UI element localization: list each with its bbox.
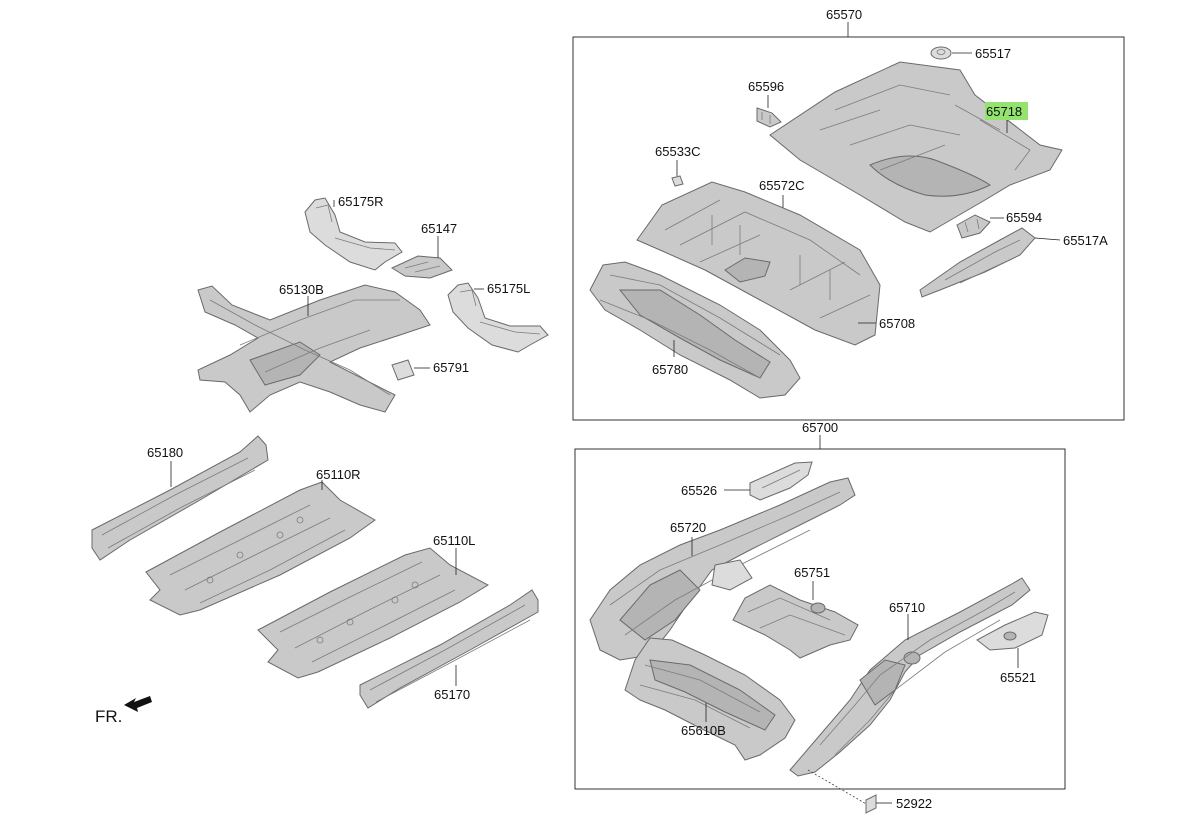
part-65610B[interactable] [624,637,796,761]
part-65521[interactable] [976,611,1049,668]
part-65175L[interactable] [447,282,549,353]
label-65170[interactable]: 65170 [434,687,470,702]
label-65517[interactable]: 65517 [975,46,1011,61]
part-65147[interactable] [390,236,453,279]
group-rear-floor-frame [572,36,1125,421]
label-65710[interactable]: 65710 [889,600,925,615]
group-rear-floor-label[interactable]: 65570 [826,7,862,22]
group-rear-member-label[interactable]: 65700 [802,420,838,435]
label-65708[interactable]: 65708 [879,316,915,331]
part-65780[interactable] [589,261,801,399]
label-65526[interactable]: 65526 [681,483,717,498]
front-arrow-icon [124,696,152,712]
part-65751[interactable] [732,581,859,659]
label-65130B[interactable]: 65130B [279,282,324,297]
label-65147[interactable]: 65147 [421,221,457,236]
label-65517A[interactable]: 65517A [1063,233,1108,248]
part-65718[interactable] [769,61,1063,233]
part-65517[interactable] [930,46,972,60]
part-65533C[interactable] [671,160,684,187]
label-65533C[interactable]: 65533C [655,144,701,159]
label-65594[interactable]: 65594 [1006,210,1042,225]
label-65720[interactable]: 65720 [670,520,706,535]
highlight-65718 [985,102,1028,120]
part-52922[interactable] [807,769,892,814]
part-65110R[interactable] [145,480,376,616]
part-65594[interactable] [956,214,1004,239]
label-65521[interactable]: 65521 [1000,670,1036,685]
part-65596[interactable] [756,95,782,128]
label-65751[interactable]: 65751 [794,565,830,580]
part-65130B[interactable] [197,284,431,413]
label-65596[interactable]: 65596 [748,79,784,94]
part-65170[interactable] [359,589,539,709]
label-65610B[interactable]: 65610B [681,723,726,738]
label-65110R[interactable]: 65110R [316,467,361,482]
group-rear-floor: 65570 [572,7,1125,421]
part-65791[interactable] [391,359,430,381]
part-65708[interactable] [636,181,881,346]
front-indicator: FR. [95,696,152,726]
part-65710[interactable] [789,577,1031,777]
label-65175L[interactable]: 65175L [487,281,530,296]
label-65791[interactable]: 65791 [433,360,469,375]
group-rear-member: 65700 [574,420,1066,790]
label-65175R[interactable]: 65175R [338,194,384,209]
part-65110L[interactable] [257,547,490,679]
front-label: FR. [95,707,122,726]
label-65718[interactable]: 65718 [986,104,1022,119]
label-52922[interactable]: 52922 [896,796,932,811]
part-65526[interactable] [724,461,813,501]
label-65180[interactable]: 65180 [147,445,183,460]
label-65780[interactable]: 65780 [652,362,688,377]
part-65175R[interactable] [304,197,403,271]
part-65180[interactable] [91,435,269,561]
label-65110L[interactable]: 65110L [433,533,475,548]
part-65517A[interactable] [919,227,1061,298]
label-65572C[interactable]: 65572C [759,178,805,193]
